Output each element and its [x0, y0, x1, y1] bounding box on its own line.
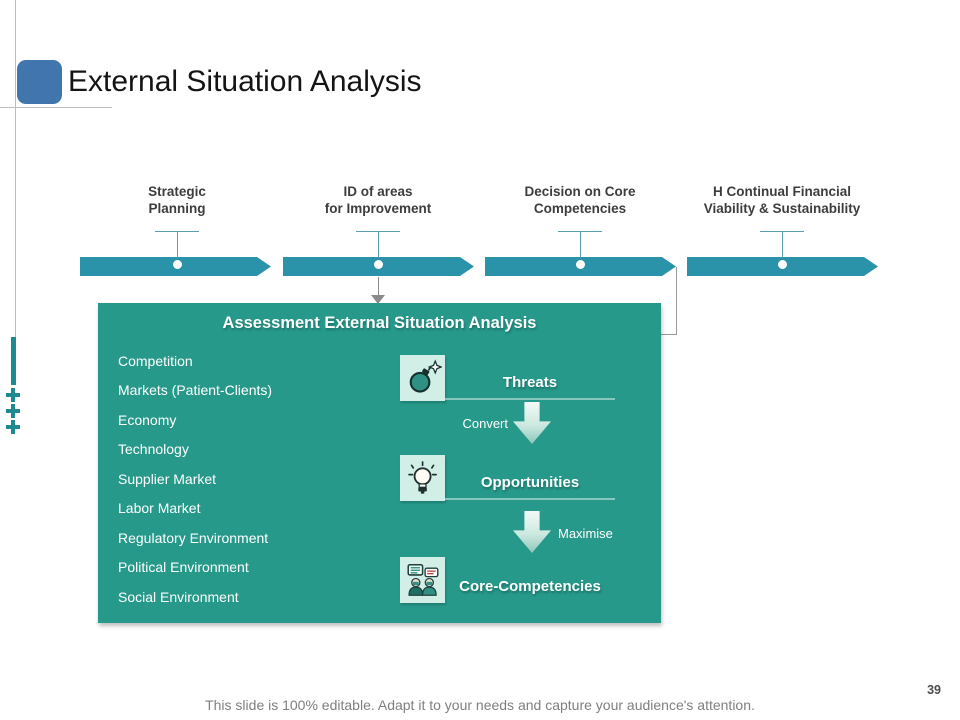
left-guide-line	[15, 0, 16, 337]
page-number: 39	[927, 683, 941, 697]
plus-icon	[6, 404, 20, 418]
milestone-strategic-planning: Strategic Planning	[82, 183, 272, 271]
milestone-dot	[371, 258, 385, 271]
connector-horizontal	[661, 334, 677, 335]
plus-marks	[6, 388, 20, 434]
convert-down-arrow-icon	[513, 402, 551, 444]
milestone-stem	[377, 232, 379, 259]
factor-item: Supplier Market	[118, 470, 217, 487]
core-competencies-label: Core-Competencies	[459, 578, 601, 595]
plus-icon	[6, 388, 20, 402]
assessment-title: Assessment External Situation Analysis	[222, 314, 537, 332]
factor-item: Regulatory Environment	[118, 529, 269, 546]
title-bullet-square	[17, 60, 62, 104]
people-conversation-icon	[400, 557, 445, 603]
plus-icon	[6, 420, 20, 434]
factor-item: Social Environment	[118, 588, 239, 605]
maximise-down-arrow-icon	[513, 511, 551, 553]
milestone-label-line1: Decision on Core	[524, 184, 636, 199]
threats-label: Threats	[445, 355, 615, 400]
page-title: External Situation Analysis	[68, 65, 422, 98]
accent-bar	[11, 337, 16, 385]
milestone-label-line2: Planning	[148, 201, 206, 216]
milestone-dot	[573, 258, 587, 271]
factor-item: Technology	[118, 441, 189, 458]
lightbulb-icon	[400, 455, 445, 501]
milestone-stem	[579, 232, 581, 259]
bomb-icon	[400, 355, 445, 401]
milestone-label-line2: Competencies	[533, 201, 627, 216]
convert-label: Convert	[462, 416, 508, 431]
factor-item: Competition	[118, 352, 193, 369]
factor-item: Political Environment	[118, 559, 249, 576]
factor-item: Economy	[118, 411, 177, 428]
milestone-label: Strategic Planning	[148, 183, 206, 217]
milestone-tick	[558, 231, 602, 232]
milestone-label: ID of areas for Improvement	[325, 183, 432, 217]
milestone-dot	[775, 258, 789, 271]
milestone-tick	[356, 231, 400, 232]
factor-list: Competition Markets (Patient-Clients) Ec…	[118, 346, 272, 612]
milestone-label-line1: ID of areas	[343, 184, 413, 199]
milestone-label-line1: Strategic	[148, 184, 206, 199]
drop-arrow-head-icon	[371, 295, 385, 304]
factor-item: Markets (Patient-Clients)	[118, 382, 273, 399]
milestone-stem	[176, 232, 178, 259]
milestone-label-line2: for Improvement	[324, 201, 432, 216]
milestone-tick	[155, 231, 199, 232]
milestone-tick	[760, 231, 804, 232]
assessment-box: Assessment External Situation Analysis C…	[98, 303, 661, 623]
milestone-id-of-areas: ID of areas for Improvement	[283, 183, 473, 271]
milestone-dot	[170, 258, 184, 271]
footer-note: This slide is 100% editable. Adapt it to…	[205, 697, 755, 713]
milestone-label: Decision on Core Competencies	[524, 183, 635, 217]
factor-item: Labor Market	[118, 500, 201, 517]
drop-arrow-stem	[378, 277, 379, 296]
milestone-label-line1: H Continual Financial	[712, 184, 851, 199]
maximise-label: Maximise	[558, 526, 613, 541]
milestone-decision-core: Decision on Core Competencies	[485, 183, 675, 271]
milestone-stem	[781, 232, 783, 259]
title-underline-guide	[0, 107, 112, 108]
opportunities-label: Opportunities	[445, 455, 615, 500]
milestone-financial-viability: H Continual Financial Viability & Sustai…	[687, 183, 877, 271]
milestone-label: H Continual Financial Viability & Sustai…	[704, 183, 861, 217]
connector-vertical	[676, 267, 677, 335]
milestone-label-line2: Viability & Sustainability	[703, 201, 861, 216]
